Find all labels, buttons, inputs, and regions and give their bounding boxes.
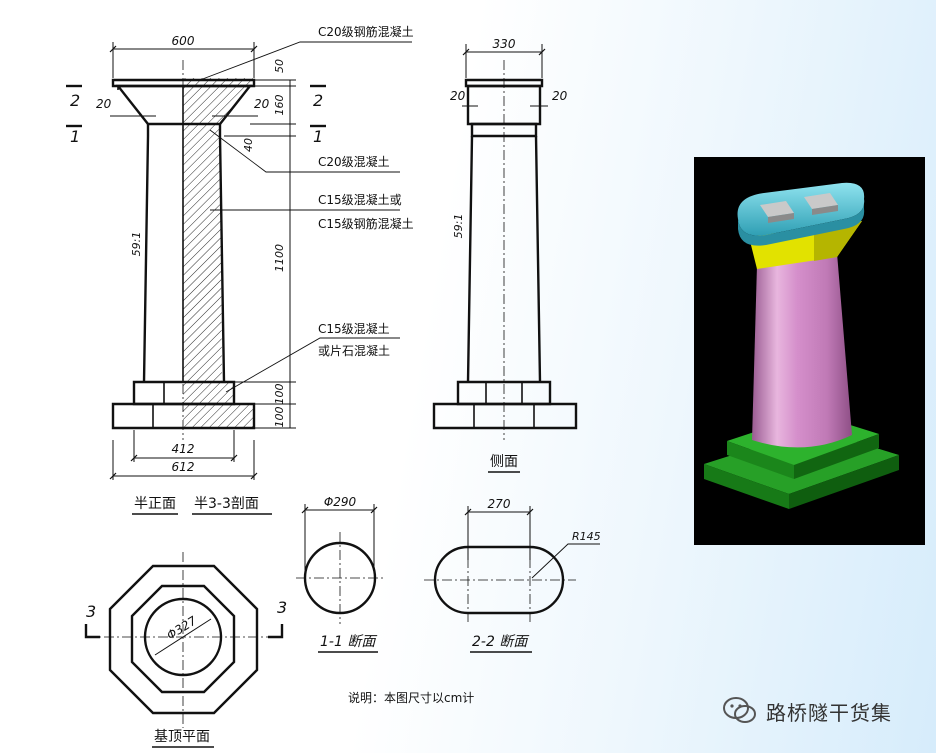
render-shaft [752,253,852,448]
dim-shaft-height: 1100 [273,244,286,272]
front-view: 600 50 160 40 1 1 [66,34,326,515]
dim-cap-height: 160 [273,95,286,116]
section-mark-1-left: 1 [70,127,80,146]
section-mark-3-right: 3 [277,598,287,617]
render-pad-left [760,201,794,217]
watermark: 路桥隧干货集 [722,695,892,727]
material-cap: C20级钢筋混凝土 [318,24,414,39]
title-section-2-2: 2-2 断面 [472,634,529,650]
material-neck: C20级混凝土 [318,154,390,169]
dim-neck-height: 40 [242,138,255,152]
dim-plinth-width-top: 412 [172,442,195,456]
section-mark-2-left: 2 [70,91,80,110]
plan-view: Φ327 3 3 基顶平面 [84,552,287,748]
dim-cap-edge-left: 20 [96,97,112,111]
watermark-text: 路桥隧干货集 [766,700,892,725]
drawing-note: 说明：本图尺寸以cm计 [348,690,474,705]
title-side: 侧面 [490,454,518,470]
section-2-2: 270 R145 2-2 断面 [424,497,601,653]
title-half-front: 半正面 [134,496,176,512]
material-base-line2: 或片石混凝土 [318,343,390,358]
side-dim-top-width: 330 [493,37,516,51]
wechat-icon [723,697,756,723]
material-shaft-line2: C15级钢筋混凝土 [318,216,414,231]
dim-plinth-height-1: 100 [273,384,286,405]
side-dim-edge-right: 20 [552,89,568,103]
dim-cap-thickness: 50 [273,59,286,73]
section-mark-1-right: 1 [313,127,323,146]
dim-top-width: 600 [172,34,195,48]
side-dim-edge-left: 20 [450,89,466,103]
section-1-1: Φ290 1-1 断面 [296,495,384,653]
pier-3d-render [694,157,925,545]
oval-width: 270 [488,497,511,511]
material-callouts: C20级钢筋混凝土 C20级混凝土 C15级混凝土或 C15级钢筋混凝土 C15… [199,24,414,393]
dim-cap-edge-right: 20 [254,97,270,111]
dim-plinth-height-2: 100 [273,407,286,428]
shaft-slope-front: 59:1 [130,232,143,257]
oval-radius: R145 [572,530,601,543]
material-shaft-line1: C15级混凝土或 [318,192,402,207]
render-pad-right [804,193,838,209]
title-plan: 基顶平面 [154,728,210,745]
title-section-1-1: 1-1 断面 [320,634,377,650]
circle-diameter: Φ290 [324,495,357,509]
shaft-slope-side: 59:1 [452,214,465,239]
section-mark-3-left: 3 [86,602,96,621]
section-mark-2-right: 2 [313,91,323,110]
material-base-line1: C15级混凝土 [318,321,390,336]
dim-plinth-width-bottom: 612 [172,460,195,474]
title-half-section: 半3-3剖面 [194,496,259,512]
side-view: 330 20 20 59:1 侧面 [432,37,578,473]
